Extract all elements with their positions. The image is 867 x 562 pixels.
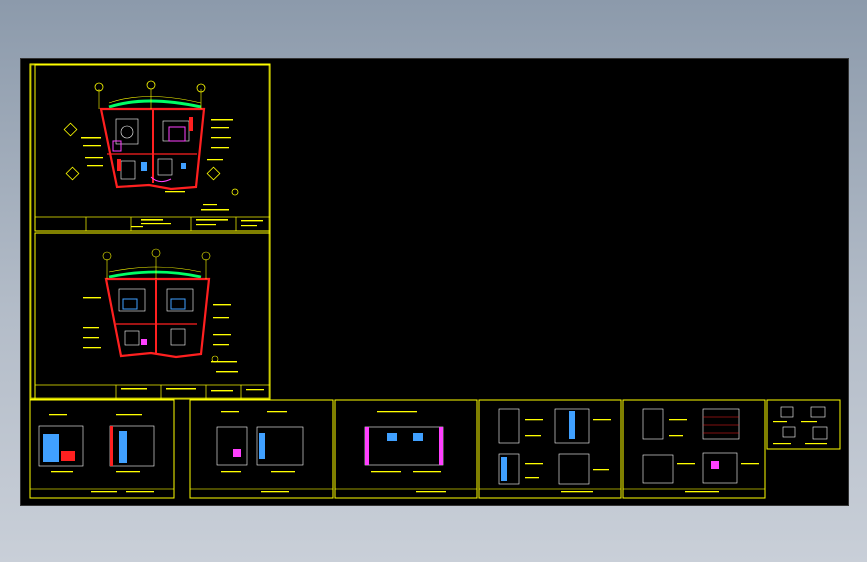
cad-drawing[interactable] [21,59,848,505]
floor-plan-2 [83,248,231,363]
elevation-sheet-5[interactable] [622,399,766,499]
plan-sheet-2-frame [34,232,271,400]
plan-sheet-1-title-marks [131,219,263,228]
cad-model-space[interactable] [20,58,849,506]
plan-1-grid-markers [63,80,239,196]
plan-sheet-1-title-block [34,216,271,232]
elevation-sheet-2[interactable] [189,399,334,499]
floor-plan-1 [63,80,239,211]
elevation-sheet-4[interactable] [478,399,622,499]
plan-sheet-2-title-block [34,384,271,400]
plan-sheet-1[interactable] [34,64,271,232]
detail-sheet[interactable] [766,399,841,450]
plan-sheet-2[interactable] [34,232,271,400]
plan-1-leader-labels [81,119,233,211]
elevation-sheet-3[interactable] [334,399,478,499]
elevation-sheet-1[interactable] [29,399,175,499]
plan-1-arc-top [108,99,202,109]
plan-1-walls [99,107,206,191]
